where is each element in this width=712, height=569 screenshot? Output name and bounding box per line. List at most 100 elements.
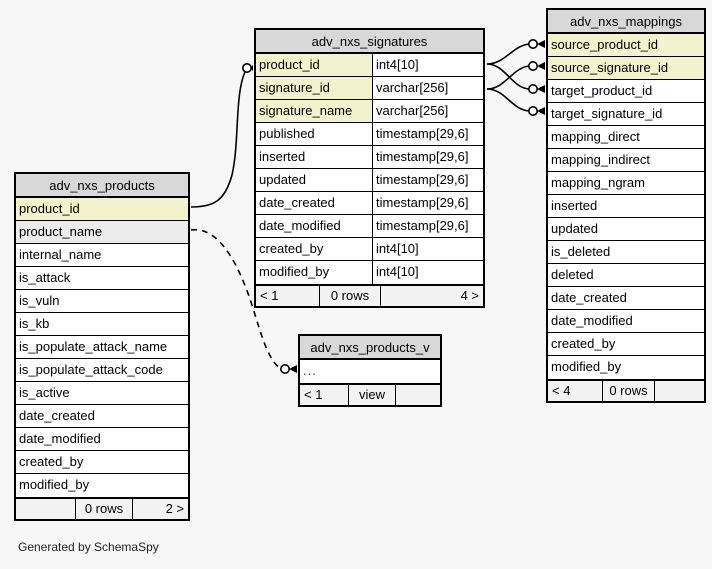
footer-right[interactable] [396,385,440,405]
table-row[interactable]: created_by [548,333,704,356]
table-row[interactable]: is_populate_attack_code [16,359,188,382]
table-footer: 0 rows 2 > [16,497,188,519]
column-type: int4[10] [372,54,483,76]
column-name: is_populate_attack_code [16,359,188,381]
table-row[interactable]: source_product_id [548,34,704,57]
table-row[interactable]: modified_by [16,474,188,497]
table-row[interactable]: internal_name [16,244,188,267]
edge-signatures-to-source-signature [486,60,545,90]
table-title: adv_nxs_signatures [256,30,483,54]
footer-right[interactable]: 2 > [165,501,184,516]
table-title: adv_nxs_products [16,174,188,198]
table-row[interactable]: mapping_ngram [548,172,704,195]
table-row[interactable]: created_by [16,451,188,474]
column-type: timestamp[29,6] [372,215,483,237]
column-name: date_created [256,192,372,214]
edge-signatures-to-target-product [486,63,545,95]
column-name: modified_by [16,474,188,497]
edge-products-to-signatures [190,62,253,208]
table-row[interactable]: date_modified [16,428,188,451]
edge-signatures-to-target-signature [486,88,545,117]
table-row[interactable]: target_product_id [548,80,704,103]
table-row[interactable]: mapping_indirect [548,149,704,172]
table-row[interactable]: ... [300,360,440,383]
column-name: source_signature_id [548,57,704,79]
table-row[interactable]: modified_by [548,356,704,379]
table-row[interactable]: target_signature_id [548,103,704,126]
table-row[interactable]: inserted [548,195,704,218]
table-row[interactable]: is_active [16,382,188,405]
table-row[interactable]: updated [548,218,704,241]
column-name: target_product_id [548,80,704,102]
table-row[interactable]: date_created [16,405,188,428]
table-row[interactable]: is_attack [16,267,188,290]
column-name: is_vuln [16,290,188,312]
column-type: int4[10] [372,238,483,260]
column-name: date_created [16,405,188,427]
column-name: target_signature_id [548,103,704,125]
column-name: source_product_id [548,34,704,56]
column-name: is_kb [16,313,188,335]
table-footer: < 4 0 rows [548,379,704,401]
footer-right[interactable] [655,381,704,401]
column-name: created_by [256,238,372,260]
table-title: adv_nxs_products_v [300,336,440,360]
column-name: mapping_ngram [548,172,704,194]
column-name: published [256,123,372,145]
column-name: product_id [256,54,372,76]
column-name: created_by [548,333,704,355]
table-row[interactable]: deleted [548,264,704,287]
column-name: updated [548,218,704,240]
table-row[interactable]: mapping_direct [548,126,704,149]
edge-signatures-to-source-product [486,38,545,65]
column-name: signature_id [256,77,372,99]
column-type: int4[10] [372,261,483,284]
table-adv-nxs-products-v[interactable]: adv_nxs_products_v ... < 1 view [298,334,442,407]
table-footer: < 1 0 rows 4 > [256,284,483,306]
column-name: mapping_direct [548,126,704,148]
column-type: timestamp[29,6] [372,123,483,145]
column-name: is_active [16,382,188,404]
footer-left[interactable]: < 4 [552,383,571,398]
footer-left[interactable]: < 1 [260,288,279,303]
column-name: modified_by [548,356,704,379]
table-row[interactable]: date_modified [548,310,704,333]
footer-right[interactable]: 4 > [460,288,479,303]
table-row[interactable]: is_kb [16,313,188,336]
column-name: is_deleted [548,241,704,263]
table-row[interactable]: is_deleted [548,241,704,264]
column-type: varchar[256] [372,77,483,99]
table-row[interactable]: source_signature_id [548,57,704,80]
column-name: date_modified [548,310,704,332]
column-name: date_modified [16,428,188,450]
footer-left[interactable]: < 1 [304,387,323,402]
column-name: inserted [548,195,704,217]
table-row[interactable]: product_id [16,198,188,221]
generated-by-note: Generated by SchemaSpy [18,540,159,554]
column-name: deleted [548,264,704,286]
column-name: product_name [16,221,188,243]
column-name: ... [300,360,440,383]
table-row[interactable]: product_name [16,221,188,244]
footer-left[interactable] [16,499,75,519]
table-row[interactable]: date_created [548,287,704,310]
column-type: timestamp[29,6] [372,146,483,168]
table-row[interactable]: is_populate_attack_name [16,336,188,359]
table-title: adv_nxs_mappings [548,10,704,34]
table-row[interactable]: is_vuln [16,290,188,313]
